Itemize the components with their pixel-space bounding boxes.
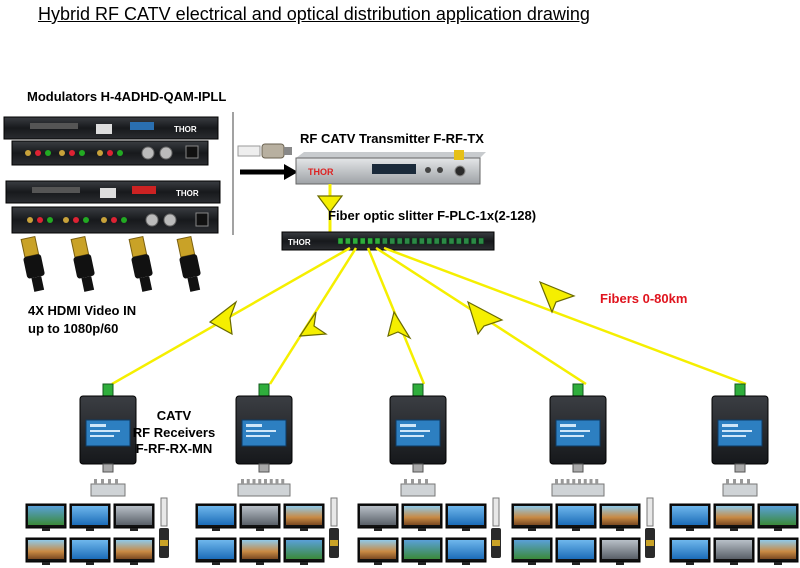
tv-screen-icon <box>239 503 281 531</box>
modulator-unit-3: THOR <box>5 180 221 204</box>
tv-screen-icon <box>669 537 711 565</box>
hdmi-connectors <box>20 235 201 292</box>
hdmi-connector-icon <box>176 235 201 292</box>
tv-screen-icon <box>113 537 155 565</box>
tv-screen-icon <box>511 503 553 531</box>
flow-arrow-icon <box>316 195 344 213</box>
svg-text:THOR: THOR <box>288 238 311 247</box>
fibers-label: Fibers 0-80km <box>600 291 688 306</box>
modulator-units: THOR THOR <box>3 116 221 234</box>
hdmi-connector-icon <box>128 235 153 292</box>
tv-screen-icon <box>25 537 67 565</box>
optical-receiver-icon <box>79 383 137 473</box>
tv-screen-icon <box>669 503 711 531</box>
tv-screen-icon <box>401 503 443 531</box>
coax-connector-icon <box>491 497 501 558</box>
fiber-lines <box>111 246 747 386</box>
receiver-group <box>79 383 769 497</box>
tv-screen-icon <box>713 537 755 565</box>
tv-screen-icon <box>25 503 67 531</box>
receivers-label-line1: CATV <box>156 408 192 423</box>
tv-screen-icon <box>555 503 597 531</box>
tv-screen-icon <box>445 537 487 565</box>
tv-screen-icon <box>757 503 799 531</box>
tv-screen-icon <box>555 537 597 565</box>
flow-arrows <box>208 280 576 340</box>
receivers-label-line3: F-RF-RX-MN <box>135 441 213 456</box>
flow-arrow-icon <box>208 300 238 336</box>
page-title: Hybrid RF CATV electrical and optical di… <box>38 4 590 24</box>
transmitter-label: RF CATV Transmitter F-RF-TX <box>300 131 484 146</box>
rf-input <box>237 143 298 180</box>
coax-connector-icon <box>645 497 655 558</box>
tv-screen-icon <box>113 503 155 531</box>
coax-splitter-icon <box>551 479 605 497</box>
tv-screen-icon <box>757 537 799 565</box>
coax-connector-icon <box>159 497 169 558</box>
flow-arrow-icon <box>538 280 576 314</box>
svg-text:THOR: THOR <box>174 125 197 134</box>
flow-arrow-icon <box>387 310 412 340</box>
tv-screen-icon <box>713 503 755 531</box>
flow-arrow-icon <box>298 311 328 337</box>
tv-screen-icon <box>357 537 399 565</box>
tv-group <box>25 497 799 565</box>
tv-screen-icon <box>283 503 325 531</box>
tv-screen-icon <box>357 503 399 531</box>
hdmi-label-line2: up to 1080p/60 <box>28 321 119 336</box>
optical-receiver-icon <box>549 383 607 473</box>
coax-splitter-icon <box>90 479 126 497</box>
splitter-unit: THOR <box>281 231 495 251</box>
tv-screen-icon <box>511 537 553 565</box>
splitter-label: Fiber optic slitter F-PLC-1x(2-128) <box>328 208 537 223</box>
tv-screen-icon <box>599 537 641 565</box>
tv-screen-icon <box>195 537 237 565</box>
coax-connector-icon <box>329 497 339 558</box>
tv-screen-icon <box>195 503 237 531</box>
optical-receiver-icon <box>711 383 769 473</box>
tv-screen-icon <box>69 503 111 531</box>
tv-screen-icon <box>69 537 111 565</box>
tv-screen-icon <box>445 503 487 531</box>
coax-splitter-icon <box>722 479 758 497</box>
fiber-line-5 <box>383 246 747 386</box>
coax-splitter-icon <box>400 479 436 497</box>
modulator-unit-4 <box>11 206 219 234</box>
receivers-label-line2: RF Receivers <box>132 425 216 440</box>
modulators-label: Modulators H-4ADHD-QAM-IPLL <box>27 89 227 104</box>
hdmi-connector-icon <box>20 235 45 292</box>
tv-screen-icon <box>239 537 281 565</box>
modulator-unit-1: THOR <box>3 116 219 140</box>
optical-receiver-icon <box>235 383 293 473</box>
svg-text:THOR: THOR <box>308 167 334 177</box>
svg-text:THOR: THOR <box>176 189 199 198</box>
tv-screen-icon <box>283 537 325 565</box>
optical-receiver-icon <box>389 383 447 473</box>
hdmi-label-line1: 4X HDMI Video IN <box>28 303 137 318</box>
modulator-unit-2 <box>11 140 209 166</box>
coax-splitter-icon <box>237 479 291 497</box>
flow-arrow-icon <box>466 300 504 336</box>
tv-screen-icon <box>401 537 443 565</box>
tv-screen-icon <box>599 503 641 531</box>
transmitter-unit: THOR <box>295 150 486 185</box>
hdmi-connector-icon <box>70 235 95 292</box>
